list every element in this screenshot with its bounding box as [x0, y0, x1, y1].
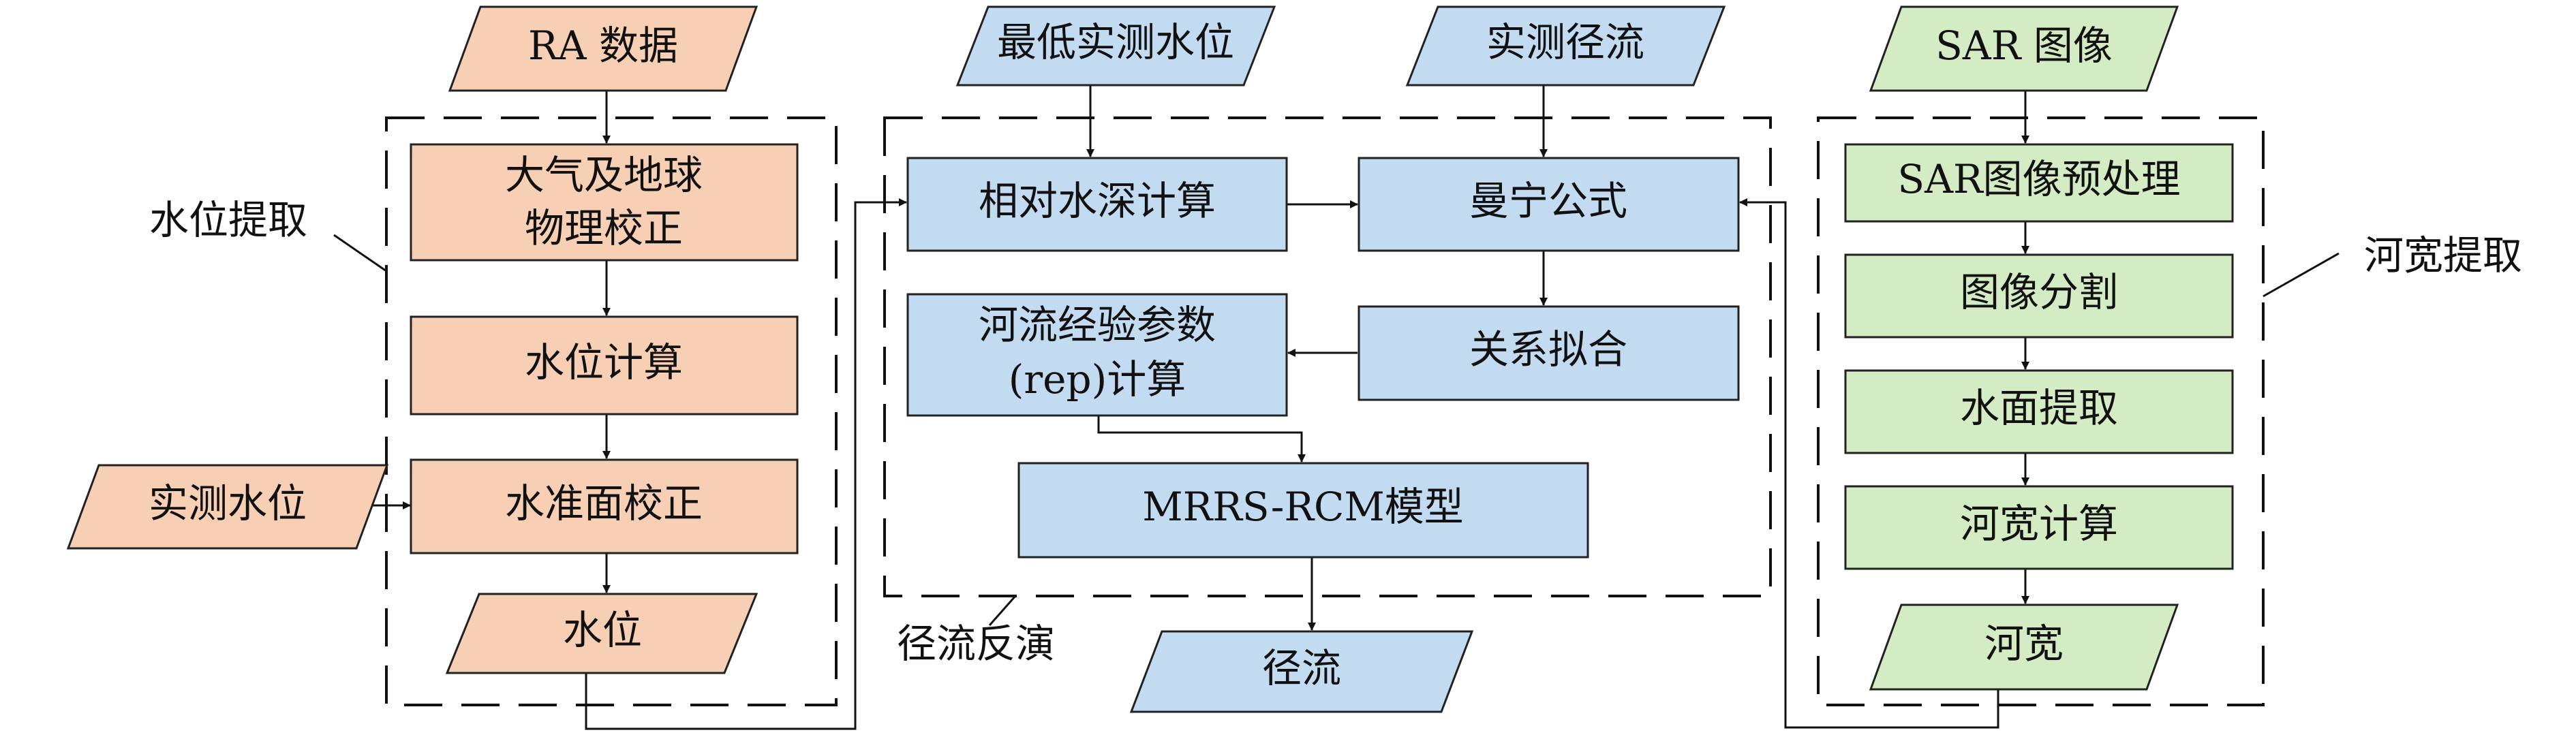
svg-text:相对水深计算: 相对水深计算	[979, 178, 1216, 224]
svg-text:径流: 径流	[1262, 645, 1341, 691]
node-rep-calc: 河流经验参数 (rep)计算	[906, 293, 1288, 417]
svg-text:水面提取: 水面提取	[1960, 385, 2118, 431]
edge-rep-to-model	[1097, 415, 1306, 462]
node-min-water-level: 最低实测水位	[955, 5, 1276, 87]
node-river-width: 河宽	[1869, 603, 2179, 691]
edge-wl-to-reldepth	[585, 198, 907, 730]
svg-text:河宽: 河宽	[1984, 621, 2064, 667]
svg-text:最低实测水位: 最低实测水位	[997, 19, 1234, 65]
svg-text:水位计算: 水位计算	[525, 339, 683, 386]
wl-group-leader	[333, 234, 387, 272]
edge-riverwidth-to-manning	[1739, 198, 1999, 729]
wl-group-label: 水位提取	[149, 197, 307, 243]
svg-text:SAR 图像: SAR 图像	[1935, 22, 2113, 69]
node-measured-runoff: 实测径流	[1405, 5, 1726, 87]
node-sar-preprocessing: SAR图像预处理	[1844, 143, 2234, 223]
width-group-label: 河宽提取	[2364, 232, 2522, 279]
runoff-group-leader	[988, 595, 1017, 626]
svg-text:关系拟合: 关系拟合	[1469, 326, 1627, 373]
node-runoff-output: 径流	[1129, 630, 1474, 713]
svg-text:河流经验参数: 河流经验参数	[979, 302, 1216, 348]
svg-text:SAR图像预处理: SAR图像预处理	[1897, 156, 2180, 202]
svg-text:曼宁公式: 曼宁公式	[1469, 178, 1627, 224]
node-datum-correction: 水准面校正	[410, 458, 799, 554]
node-relative-depth-calc: 相对水深计算	[906, 157, 1288, 252]
runoff-inversion-group	[883, 116, 1772, 597]
svg-text:RA 数据: RA 数据	[528, 22, 678, 69]
svg-text:物理校正: 物理校正	[525, 205, 683, 251]
node-water-level: 水位	[445, 593, 758, 674]
svg-text:水位: 水位	[563, 607, 642, 653]
runoff-group-label: 径流反演	[897, 621, 1055, 667]
node-water-surface-extraction: 水面提取	[1844, 369, 2234, 454]
node-water-level-calc: 水位计算	[410, 315, 799, 415]
node-image-segmentation: 图像分割	[1844, 253, 2234, 339]
node-ra-data: RA 数据	[448, 5, 758, 92]
node-mrrs-rcm-model: MRRS-RCM模型	[1017, 462, 1589, 559]
svg-text:实测水位: 实测水位	[149, 480, 307, 527]
svg-text:河宽计算: 河宽计算	[1960, 501, 2118, 547]
svg-text:大气及地球: 大气及地球	[505, 152, 703, 198]
node-relation-fitting: 关系拟合	[1358, 305, 1740, 401]
node-sar-image: SAR 图像	[1869, 5, 2179, 92]
svg-text:图像分割: 图像分割	[1960, 269, 2118, 315]
node-river-width-calc: 河宽计算	[1844, 485, 2234, 570]
node-manning-formula: 曼宁公式	[1358, 157, 1740, 252]
svg-text:水准面校正: 水准面校正	[505, 480, 703, 527]
node-atmospheric-correction: 大气及地球 物理校正	[410, 143, 799, 262]
svg-text:实测径流: 实测径流	[1486, 19, 1644, 65]
svg-text:MRRS-RCM模型: MRRS-RCM模型	[1142, 484, 1464, 530]
node-measured-water-level: 实测水位	[66, 464, 389, 550]
water-level-extraction-group	[385, 116, 838, 706]
width-group-leader	[2263, 252, 2340, 298]
svg-text:(rep)计算: (rep)计算	[1009, 356, 1186, 403]
